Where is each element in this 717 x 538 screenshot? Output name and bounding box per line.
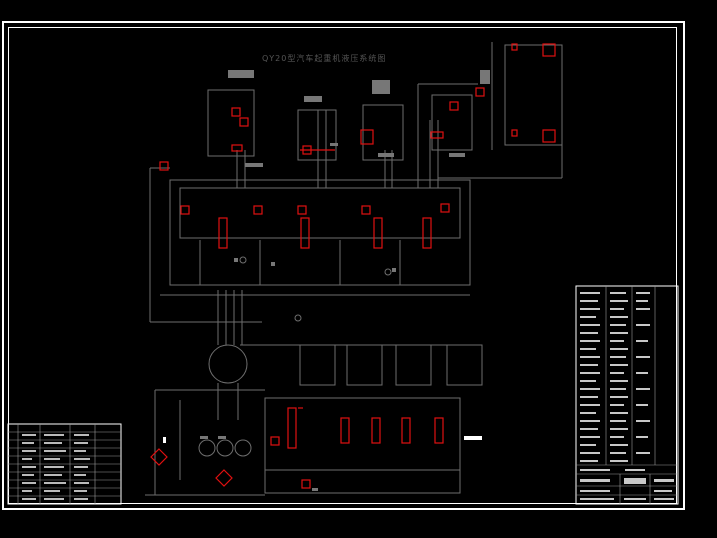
- filter-2: [215, 469, 233, 487]
- outrigger-valve-group: [504, 44, 563, 146]
- outer-frame: [2, 21, 685, 510]
- pump-3: [234, 439, 252, 457]
- directional-valve-3: [373, 217, 383, 249]
- slewing-valve-group: [431, 94, 473, 151]
- valve-bank-upper: [179, 187, 461, 239]
- drawing-title: QY20型汽车起重机液压系统图: [262, 54, 387, 63]
- directional-valve-4: [422, 217, 432, 249]
- directional-valve-2: [300, 217, 310, 249]
- lower-valve-3: [371, 417, 381, 444]
- parts-list-table: [7, 423, 122, 505]
- hoist-valve-group: [207, 89, 255, 157]
- telescope-valve-group: [362, 104, 404, 161]
- outrigger-cylinder-1: [299, 344, 336, 386]
- pump-1: [198, 439, 216, 457]
- lower-valve-4: [401, 417, 411, 444]
- pump-2: [216, 439, 234, 457]
- lower-valve-2: [340, 417, 350, 444]
- inner-frame: [8, 27, 677, 504]
- main-valve-block: [169, 179, 471, 286]
- lower-valve-5: [434, 417, 444, 444]
- outrigger-cylinder-2: [346, 344, 383, 386]
- boom-valve-group: [297, 109, 337, 161]
- filter-1: [150, 448, 168, 466]
- lower-valve-bank: [264, 397, 461, 494]
- note-mark: [464, 436, 482, 440]
- lower-valve-1: [287, 407, 297, 449]
- directional-valve-1: [218, 217, 228, 249]
- outrigger-cylinder-3: [395, 344, 432, 386]
- swivel-joint: [208, 344, 248, 384]
- outrigger-cylinder-4: [446, 344, 483, 386]
- bill-of-materials-table: [575, 285, 679, 505]
